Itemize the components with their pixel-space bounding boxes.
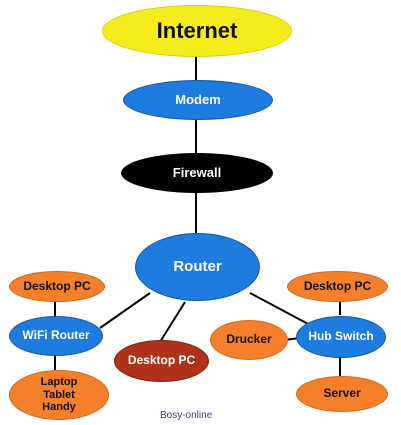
internet-label: Internet — [156, 18, 238, 44]
router-node: Router — [135, 233, 260, 301]
modem-node: Modem — [123, 80, 273, 120]
mobile-devices-node: Laptop Tablet Handy — [9, 370, 109, 420]
desktop-left-top-node: Desktop PC — [9, 271, 105, 302]
server-node: Server — [296, 376, 388, 412]
router-label: Router — [173, 258, 222, 276]
firewall-node: Firewall — [121, 153, 273, 193]
server-label: Server — [323, 386, 361, 401]
desktop-right-top-node: Desktop PC — [287, 271, 388, 302]
line-router-hub — [249, 292, 311, 326]
desktop-center-node: Desktop PC — [114, 340, 209, 382]
hub-switch-node: Hub Switch — [296, 316, 386, 358]
credit-text: Bosy-online — [160, 410, 213, 421]
mobile-devices-label: Laptop Tablet Handy — [40, 376, 78, 414]
desktop-center-label: Desktop PC — [127, 353, 196, 368]
line-router-wifi — [99, 292, 151, 329]
desktop-left-top-label: Desktop PC — [23, 278, 91, 293]
modem-label: Modem — [175, 91, 221, 107]
internet-node: Internet — [102, 5, 292, 57]
line-router-desktop-center — [159, 301, 186, 343]
drucker-node: Drucker — [210, 320, 288, 360]
hub-switch-label: Hub Switch — [308, 329, 374, 344]
firewall-label: Firewall — [172, 164, 222, 180]
wifi-router-node: WiFi Router — [9, 316, 103, 356]
drucker-label: Drucker — [226, 332, 272, 347]
wifi-router-label: WiFi Router — [22, 328, 90, 343]
desktop-right-top-label: Desktop PC — [303, 278, 372, 293]
